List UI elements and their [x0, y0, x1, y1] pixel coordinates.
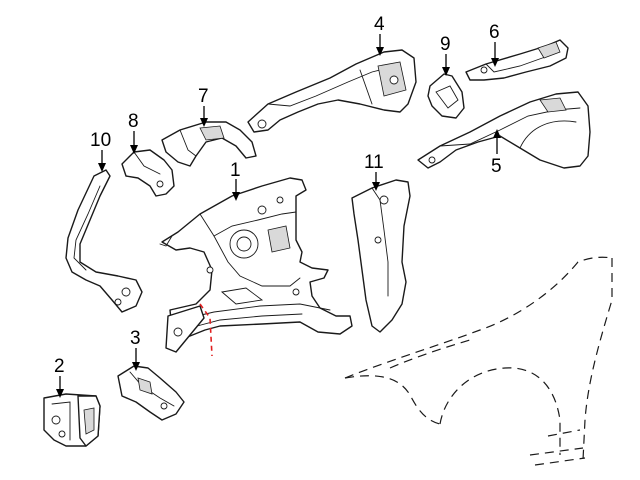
callout-9: 9	[440, 34, 451, 55]
part-2-bracket	[43, 393, 101, 447]
callout-10: 10	[90, 130, 111, 151]
part-4-upper-rail	[247, 49, 417, 133]
callout-6: 6	[489, 22, 500, 43]
callout-8: 8	[128, 111, 139, 132]
callout-1: 1	[230, 160, 241, 181]
callout-3: 3	[130, 328, 141, 349]
part-5-fender	[417, 91, 591, 169]
callout-2: 2	[54, 356, 65, 377]
part-9-small-bracket	[427, 73, 465, 119]
callout-4: 4	[374, 14, 385, 35]
part-10-strut-brace	[65, 169, 143, 313]
callout-labels: 1 2 3 4 5 6 7 8 9 10 11	[54, 14, 502, 377]
part-1-apron-assembly	[159, 177, 353, 353]
callout-leaders	[56, 34, 501, 398]
part-6-upper-bracket	[465, 39, 569, 81]
part-7-reinforcement	[161, 121, 257, 167]
part-8-mount-bracket	[121, 149, 175, 197]
callout-11: 11	[364, 152, 384, 173]
callout-5: 5	[491, 156, 502, 177]
callout-7: 7	[198, 86, 209, 107]
vehicle-body-outline	[344, 256, 613, 466]
part-11-splash-shield	[351, 179, 411, 333]
part-3-lower-bracket	[117, 365, 185, 421]
